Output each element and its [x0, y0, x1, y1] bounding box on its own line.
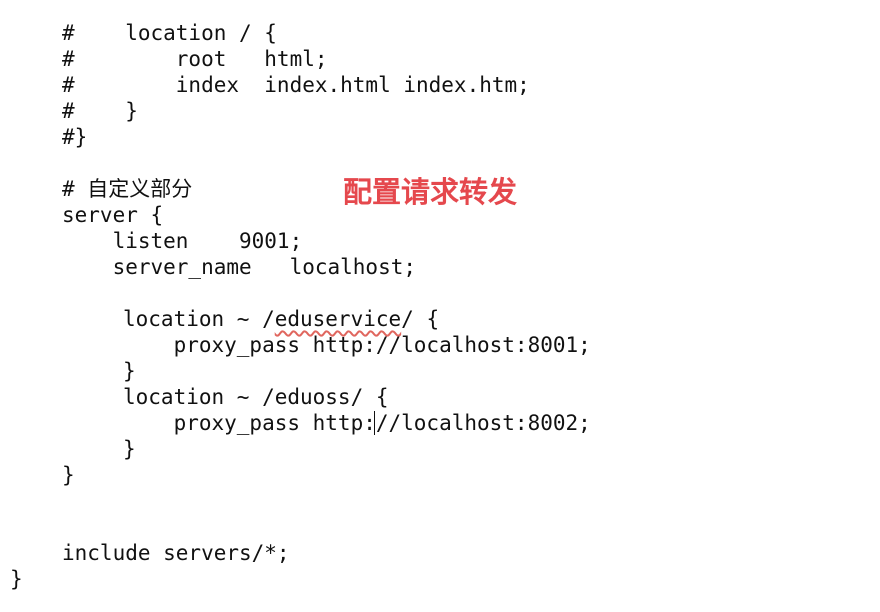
location-prefix: location ~ /	[123, 307, 275, 331]
code-comment-custom: # 自定义部分	[62, 177, 193, 201]
code-http-close: }	[10, 567, 23, 591]
code-location-close-1: }	[123, 359, 136, 383]
spellcheck-underlined-word[interactable]: eduservice	[274, 307, 402, 331]
code-location-eduoss: location ~ /eduoss/ {	[123, 385, 389, 409]
annotation-label: 配置请求转发	[343, 175, 518, 209]
code-line-4: # }	[62, 99, 138, 123]
code-server-close: }	[62, 463, 75, 487]
code-location-close-2: }	[123, 437, 136, 461]
code-proxy-pass-8002: proxy_pass http://localhost:8002;	[123, 411, 591, 435]
code-proxy-pass-8001: proxy_pass http://localhost:8001;	[123, 333, 591, 357]
text-cursor	[374, 411, 375, 435]
code-server-open: server {	[62, 203, 164, 227]
code-line-5: #}	[62, 125, 88, 149]
code-include-servers: include servers/*;	[62, 541, 290, 565]
location-suffix: / {	[401, 307, 440, 331]
code-listen: listen 9001;	[62, 229, 303, 253]
code-location-eduservice: location ~ /eduservice/ {	[123, 306, 439, 332]
code-line-3: # index index.html index.htm;	[62, 73, 530, 97]
code-line-1: # location / {	[62, 21, 277, 45]
code-server-name: server_name localhost;	[62, 255, 417, 279]
code-line-2: # root html;	[62, 47, 328, 71]
